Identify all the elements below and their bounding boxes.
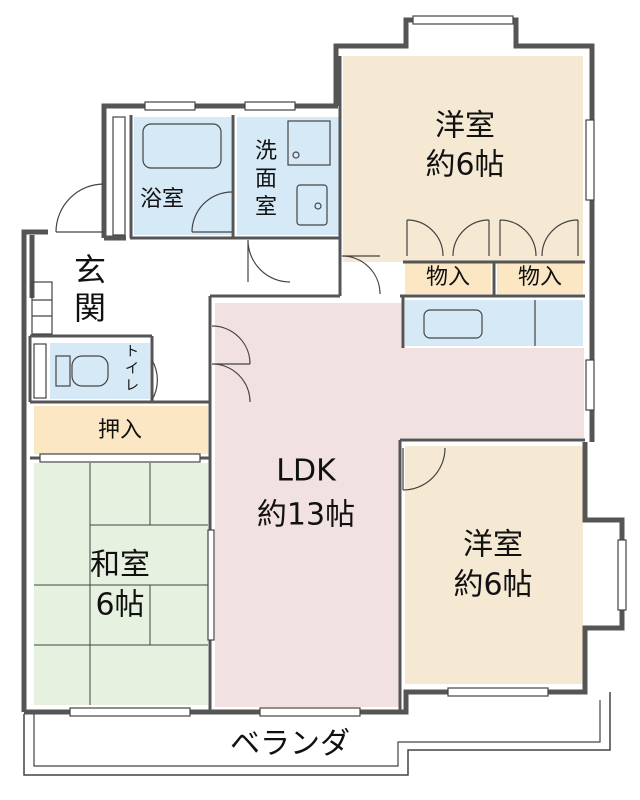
sink-icon — [296, 184, 328, 226]
toilet-char-1: ト — [125, 344, 139, 360]
washroom-char-3: 室 — [255, 195, 277, 220]
entrance-char-2: 関 — [74, 289, 106, 327]
oshiire-name: 押入 — [98, 418, 142, 443]
storage-2-name: 物入 — [518, 265, 562, 290]
windows — [39, 15, 627, 717]
toilet-fill — [50, 343, 150, 399]
storage-1-fill — [405, 262, 491, 294]
window-top — [412, 15, 514, 25]
toilet-char-3: レ — [125, 378, 139, 394]
western-room-bottom-size: 約6帖 — [453, 568, 532, 603]
toilet-char-2: イ — [125, 361, 139, 377]
japanese-room-size: 6帖 — [95, 588, 144, 623]
western-room-top-fill — [343, 56, 583, 262]
inner-walls — [28, 56, 585, 710]
washer-icon — [287, 120, 331, 166]
ldk-door — [211, 325, 251, 403]
japanese-room-name: 和室 — [90, 548, 150, 583]
east-wall-lower — [24, 442, 625, 715]
ldk-name: LDK — [276, 454, 337, 489]
entrance-char-1: 玄 — [74, 251, 106, 289]
veranda-outline — [23, 692, 611, 776]
western-room-bottom-fill — [405, 446, 583, 684]
outer-wall — [21, 229, 48, 712]
fixtures — [31, 116, 536, 399]
washroom-char-2: 面 — [255, 167, 277, 192]
entrance-door — [55, 183, 105, 233]
japanese-room-fill — [34, 463, 208, 705]
western-room-bottom-name: 洋室 — [463, 528, 523, 563]
shoe-shelf — [31, 281, 53, 335]
oshiire-fill — [34, 406, 208, 454]
ldk-size: 約13帖 — [257, 498, 355, 533]
storage-2-fill — [497, 262, 583, 294]
western-room-top-name: 洋室 — [435, 109, 495, 144]
bathtub-icon — [142, 123, 222, 169]
western-bottom-door — [402, 447, 446, 491]
toilet-door — [151, 359, 158, 401]
western-top-door — [341, 255, 381, 295]
kitchen-counter-fill — [405, 300, 583, 346]
bathroom-name: 浴室 — [140, 187, 184, 212]
toilet-icon — [71, 355, 109, 387]
wash-door — [247, 239, 291, 283]
storage-doors — [406, 219, 579, 257]
bath-door — [191, 191, 233, 233]
western-room-top-size: 約6帖 — [425, 148, 504, 183]
room-labels: 洋室 約6帖 浴室 洗 面 室 玄 関 ト イ レ 押入 物入 物入 LDK 約… — [74, 109, 562, 762]
washroom-char-1: 洗 — [255, 139, 277, 164]
kitchen-sink-icon — [423, 309, 483, 339]
bathroom-fill — [134, 117, 231, 235]
storage-1-name: 物入 — [426, 265, 470, 290]
doors — [55, 183, 579, 491]
tatami-lines — [34, 463, 208, 705]
veranda-name: ベランダ — [230, 727, 350, 762]
